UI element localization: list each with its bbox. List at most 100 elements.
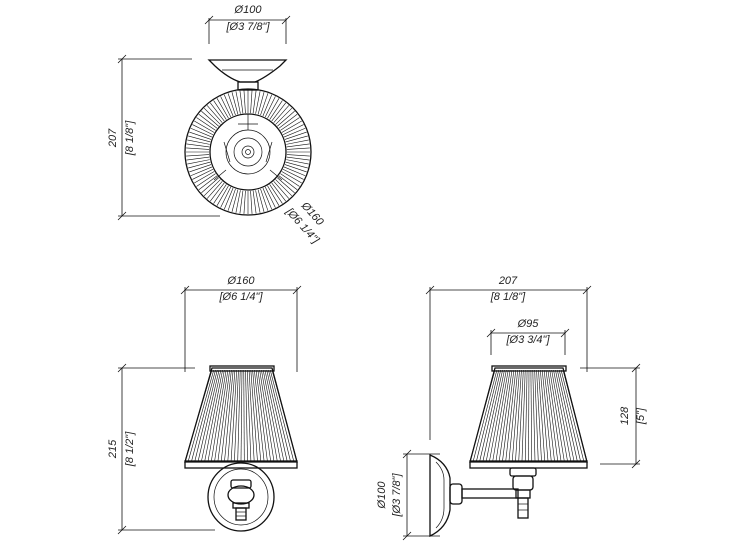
pleat-line xyxy=(252,190,257,214)
pleat-line xyxy=(532,369,536,462)
pleat-line xyxy=(243,90,246,114)
pleat-line xyxy=(220,369,232,462)
pleat-line xyxy=(220,186,232,208)
pleat-line xyxy=(189,131,212,140)
pleat-line xyxy=(275,107,293,125)
side-projection-label: 207 xyxy=(498,275,518,287)
pleat-line xyxy=(206,105,223,123)
pleat-line xyxy=(485,369,505,462)
pleat-line xyxy=(210,102,225,122)
pleat-line xyxy=(246,369,252,462)
pleat-line xyxy=(190,166,213,177)
pleat-line xyxy=(558,369,581,462)
pleat-line xyxy=(189,164,212,173)
top-canopy-diameter-inch-label: [Ø3 7/8"] xyxy=(225,21,270,33)
pleat-line xyxy=(551,369,568,462)
pleat-line xyxy=(278,175,298,190)
pleat-line xyxy=(217,369,230,462)
pleat-line xyxy=(286,154,310,157)
pleat-line xyxy=(227,188,236,211)
pleat-line xyxy=(191,369,216,462)
pleat-line xyxy=(476,369,500,462)
pleat-line xyxy=(511,369,520,462)
pleat-line xyxy=(194,171,215,184)
pleat-line xyxy=(284,164,307,173)
front-shade-diameter-inch-label: [Ø6 1/4"] xyxy=(218,291,263,303)
side-backplate-diameter-label: Ø100 xyxy=(376,481,388,510)
pleat-line xyxy=(269,100,283,120)
pleat-line xyxy=(277,177,295,194)
pleat-line xyxy=(275,179,293,197)
pleat-line xyxy=(260,188,269,211)
pleat-line xyxy=(549,369,565,462)
pleat-line xyxy=(278,114,298,129)
pleat-line xyxy=(213,184,227,204)
side-projection-inch-label: [8 1/8"] xyxy=(490,291,526,303)
pleat-line xyxy=(188,369,215,462)
pleat-line xyxy=(206,181,223,199)
side-arm xyxy=(429,454,537,538)
pleat-line xyxy=(518,369,524,462)
pleat-line xyxy=(201,369,222,462)
pleat-line xyxy=(204,369,223,462)
pleat-line xyxy=(260,93,269,116)
pleat-line xyxy=(285,135,308,143)
side-shade-height-inch-label: [5"] xyxy=(635,407,647,425)
pleat-line xyxy=(239,190,244,214)
pleat-line xyxy=(186,143,210,148)
pleat-line xyxy=(239,90,244,114)
side-view: 207 [8 1/8"] Ø95 [Ø3 3/4"] 128 [5"] xyxy=(376,275,647,541)
pleat-line xyxy=(230,369,238,462)
side-shade-top-diameter-label: Ø95 xyxy=(517,318,540,330)
pleat-line xyxy=(231,92,239,115)
pleat-line xyxy=(502,369,515,462)
top-shade-dimension: Ø160 [Ø6 1/4"] xyxy=(283,199,327,246)
front-shade xyxy=(184,365,298,469)
pleat-line xyxy=(231,189,239,212)
pleat-line xyxy=(250,369,258,462)
pleat-line xyxy=(286,139,309,145)
pleat-line xyxy=(186,154,210,157)
side-shade-top-diameter-inch-label: [Ø3 3/4"] xyxy=(505,334,550,346)
front-view: Ø160 [Ø6 1/4"] 215 [8 1/2"] xyxy=(107,275,302,535)
side-shade-pleats xyxy=(469,369,588,462)
pleat-line xyxy=(210,182,225,202)
pleat-line xyxy=(255,190,261,213)
pleat-line xyxy=(262,187,273,210)
pleat-line xyxy=(194,120,215,133)
pleat-line xyxy=(213,100,227,120)
pleat-line xyxy=(250,90,253,114)
pleat-line xyxy=(277,110,295,127)
pleat-line xyxy=(203,179,221,197)
pleat-line xyxy=(267,185,280,206)
pleat-line xyxy=(192,124,214,136)
pleat-line xyxy=(188,135,211,143)
pleat-line xyxy=(196,173,216,187)
pleat-line xyxy=(237,369,241,462)
pleat-line xyxy=(498,369,513,462)
pleat-line xyxy=(227,93,236,116)
pleat-line xyxy=(492,369,509,462)
pleat-line xyxy=(186,147,210,150)
top-shade-pleats xyxy=(186,90,310,214)
top-canopy xyxy=(207,59,288,91)
pleat-line xyxy=(214,369,229,462)
top-height-dimension: 207 [8 1/8"] xyxy=(107,54,220,221)
pleat-line xyxy=(223,94,234,117)
top-height-label: 207 xyxy=(107,128,119,148)
pleat-line xyxy=(227,369,236,462)
pleat-line xyxy=(269,184,283,204)
front-backplate xyxy=(207,462,275,532)
top-shade xyxy=(184,88,312,216)
pleat-line xyxy=(281,171,302,184)
pleat-line xyxy=(259,369,275,462)
pleat-line xyxy=(543,369,555,462)
pleat-line xyxy=(538,369,546,462)
pleat-line xyxy=(479,369,501,462)
pleat-line xyxy=(282,124,304,136)
pleat-line xyxy=(192,168,214,180)
pleat-line xyxy=(281,120,302,133)
side-shade-height-label: 128 xyxy=(619,406,631,425)
pleat-line xyxy=(547,369,562,462)
